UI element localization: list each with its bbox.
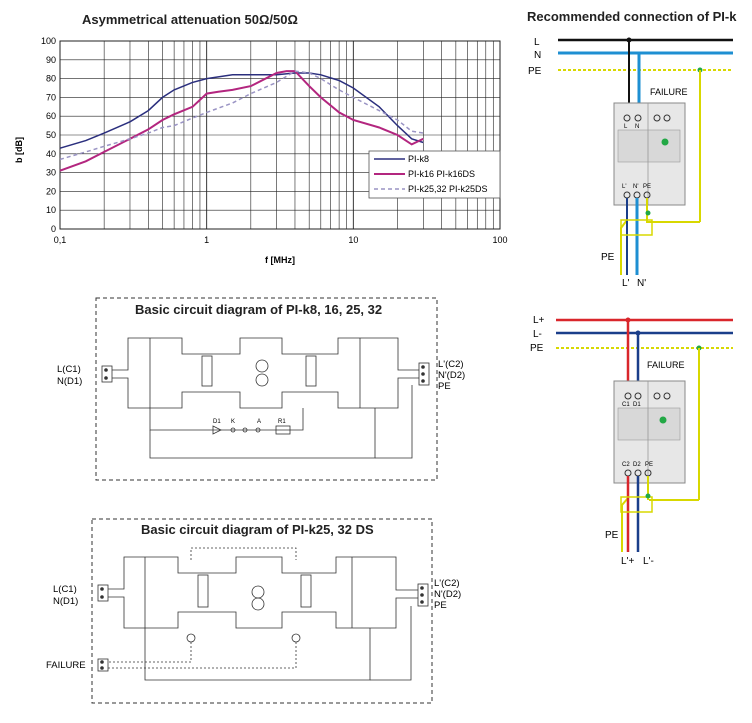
y-tick-label: 10 xyxy=(46,205,56,215)
y-tick-label: 40 xyxy=(46,149,56,159)
chart-title: Asymmetrical attenuation 50Ω/50Ω xyxy=(82,12,298,27)
chart-series xyxy=(59,70,424,172)
chart-legend: PI-k8 PI-k16 PI-k16DS PI-k25,32 PI-k25DS xyxy=(368,150,501,199)
chart-ylabel: b [dB] xyxy=(14,137,24,163)
x-tick-label: 10 xyxy=(348,235,358,245)
y-tick-label: 60 xyxy=(46,111,56,121)
y-tick-label: 20 xyxy=(46,186,56,196)
legend-label-pik25: PI-k25,32 PI-k25DS xyxy=(408,184,488,194)
chart-ticks: 0 10 20 30 40 50 60 70 80 90 100 0,1 1 10 100 xyxy=(41,36,508,245)
y-tick-label: 80 xyxy=(46,74,56,84)
y-tick-label: 30 xyxy=(46,168,56,178)
x-tick-label: 100 xyxy=(492,235,507,245)
legend-label-pik8: PI-k8 xyxy=(408,154,429,164)
y-tick-label: 100 xyxy=(41,36,56,46)
y-tick-label: 0 xyxy=(51,224,56,234)
series-line-1 xyxy=(59,72,424,149)
y-tick-label: 50 xyxy=(46,130,56,140)
series-line-2 xyxy=(59,70,424,172)
connection-title: Recommended connection of PI-k xyxy=(527,9,737,24)
chart-grid xyxy=(59,40,501,230)
y-tick-label: 90 xyxy=(46,55,56,65)
legend-label-pik16: PI-k16 PI-k16DS xyxy=(408,169,475,179)
series-line-3 xyxy=(59,70,424,161)
y-tick-label: 70 xyxy=(46,92,56,102)
x-tick-label: 1 xyxy=(204,235,209,245)
chart-xlabel: f [MHz] xyxy=(265,255,295,265)
x-tick-label: 0,1 xyxy=(54,235,67,245)
